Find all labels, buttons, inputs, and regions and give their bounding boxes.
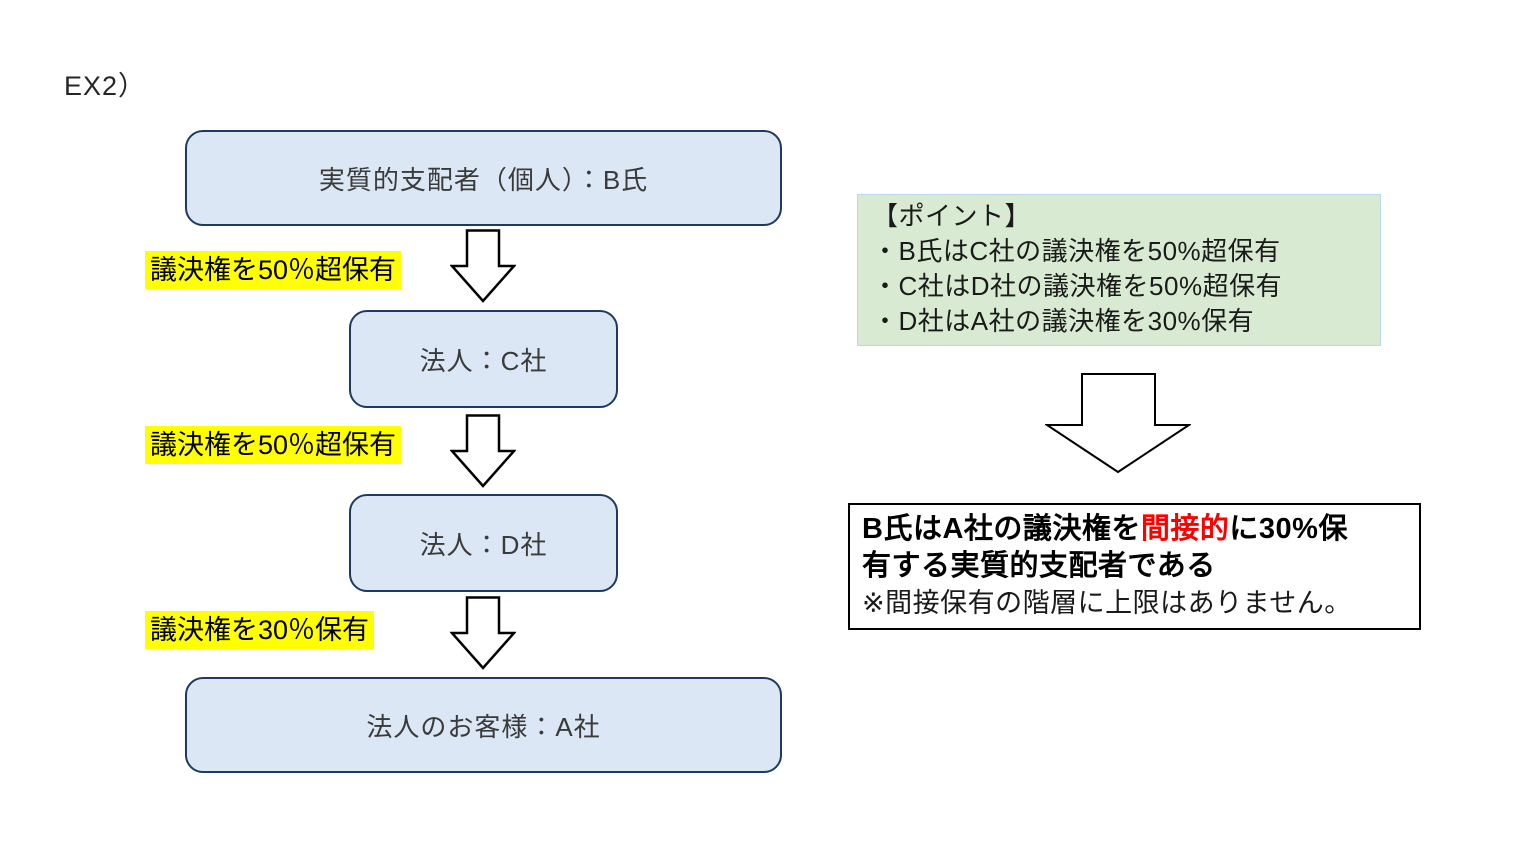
- down-arrow-icon: [450, 229, 516, 303]
- conclusion-text-indirect-red: 間接的: [1140, 513, 1230, 545]
- flow-node-label: 法人のお客様：A社: [366, 711, 601, 742]
- conclusion-statement: B氏はA社の議決権を間接的に30%保 有する実質的支配者である: [862, 511, 1411, 585]
- points-panel: 【ポイント】 ・B氏はC社の議決権を50%超保有 ・C社はD社の議決権を50%超…: [857, 194, 1381, 346]
- points-item: ・D社はA社の議決権を30%保有: [872, 306, 1255, 336]
- edge-label-voting-rights-2: 議決権を50％超保有: [145, 426, 402, 464]
- flow-node-company-c: 法人：C社: [349, 310, 618, 408]
- edge-label-voting-rights-1: 議決権を50％超保有: [145, 251, 402, 289]
- conclusion-text-before: B氏はA社の議決権を: [862, 513, 1141, 545]
- page-title: EX2）: [64, 71, 147, 101]
- conclusion-box: B氏はA社の議決権を間接的に30%保 有する実質的支配者である ※間接保有の階層…: [848, 503, 1421, 630]
- points-item: ・B氏はC社の議決権を50%超保有: [872, 236, 1281, 266]
- flow-node-company-d: 法人：D社: [349, 494, 618, 592]
- points-title: 【ポイント】: [872, 201, 1032, 231]
- points-item: ・C社はD社の議決権を50%超保有: [872, 271, 1283, 301]
- flow-node-customer-company-a: 法人のお客様：A社: [185, 677, 782, 773]
- flow-node-label: 実質的支配者（個人）：B氏: [318, 164, 649, 195]
- down-arrow-icon: [1045, 373, 1191, 474]
- flow-node-label: 法人：D社: [419, 529, 548, 560]
- conclusion-text-line2: 有する実質的支配者である: [862, 550, 1216, 582]
- down-arrow-icon: [450, 414, 516, 488]
- edge-label-voting-rights-3: 議決権を30％保有: [145, 611, 375, 649]
- down-arrow-icon: [450, 596, 516, 670]
- flow-node-beneficial-owner: 実質的支配者（個人）：B氏: [185, 130, 782, 226]
- conclusion-text-after: に30%保: [1229, 513, 1348, 545]
- conclusion-note: ※間接保有の階層に上限はありません。: [862, 588, 1352, 618]
- flow-node-label: 法人：C社: [419, 345, 548, 376]
